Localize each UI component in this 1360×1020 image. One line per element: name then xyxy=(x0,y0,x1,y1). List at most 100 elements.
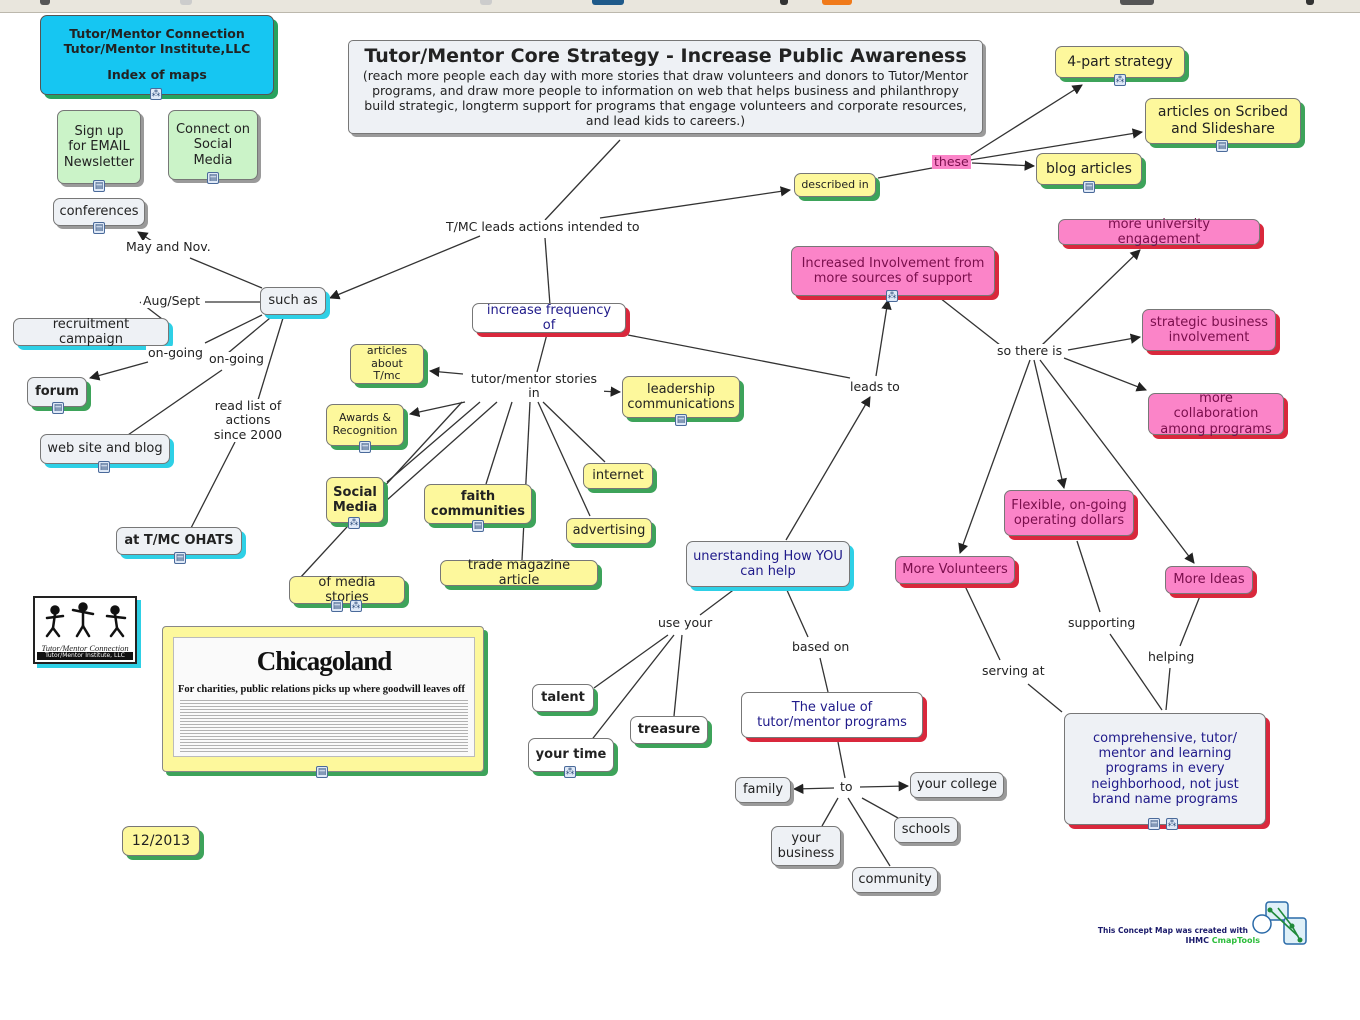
increased-involvement-node[interactable]: Increased Involvement from more sources … xyxy=(791,246,995,296)
index-line-3: Index of maps xyxy=(107,67,207,83)
internet-node[interactable]: internet xyxy=(583,463,653,489)
link xyxy=(485,401,513,485)
of-media-stories-node[interactable]: of media stories xyxy=(289,575,405,605)
understanding-node[interactable]: unerstanding How YOU can help xyxy=(686,541,850,587)
university-engagement-node[interactable]: more university engagement xyxy=(1058,217,1260,247)
ohats-node[interactable]: at T/MC OHATS xyxy=(116,527,242,555)
resource-icon[interactable]: ▤ xyxy=(98,461,110,473)
treasure-node[interactable]: treasure xyxy=(630,716,708,744)
resource-icon[interactable]: ▤ xyxy=(52,402,64,414)
link xyxy=(521,401,531,561)
submap-icon[interactable]: ⁂ xyxy=(150,88,162,100)
link-label-helping: helping xyxy=(1146,649,1197,665)
resource-icon[interactable]: ▤ xyxy=(1083,181,1095,193)
faith-communities-node[interactable]: faith communities xyxy=(424,484,532,524)
link-label-aug-sept: Aug/Sept xyxy=(141,293,203,309)
cmap-credit-line-2: IHMC CmapTools xyxy=(1185,936,1260,945)
link xyxy=(861,797,899,819)
resource-icon[interactable]: ▤ xyxy=(1148,818,1160,830)
link xyxy=(1027,683,1063,713)
index-of-maps-box[interactable]: Tutor/Mentor Connection Tutor/Mentor Ins… xyxy=(40,15,274,95)
submap-icon[interactable]: ⁂ xyxy=(1114,74,1126,86)
website-blog-node[interactable]: web site and blog xyxy=(40,434,170,464)
link xyxy=(428,366,464,378)
resource-icon[interactable]: ▤ xyxy=(316,766,328,778)
submap-icon[interactable]: ⁂ xyxy=(564,766,576,778)
more-collaboration-node[interactable]: more collaboration among programs xyxy=(1148,391,1284,437)
link xyxy=(329,235,481,300)
link xyxy=(1039,359,1195,564)
resource-icon[interactable]: ▤ xyxy=(174,552,186,564)
link xyxy=(593,634,669,689)
value-programs-node[interactable]: The value of tutor/mentor programs xyxy=(741,692,923,738)
blog-articles-node[interactable]: blog articles xyxy=(1036,153,1142,185)
tutor-mentor-logo[interactable]: Tutor/Mentor Connection Tutor/Mentor Ins… xyxy=(33,596,137,664)
resource-icon[interactable]: ▤ xyxy=(207,172,219,184)
resource-icon[interactable]: ▤ xyxy=(93,222,105,234)
submap-icon[interactable]: ⁂ xyxy=(350,600,362,612)
schools-node[interactable]: schools xyxy=(894,817,958,843)
recruitment-campaign-node[interactable]: recruitment campaign xyxy=(13,317,169,347)
link xyxy=(847,797,891,867)
logo-name: Tutor/Mentor Connection xyxy=(41,642,129,653)
resource-icon[interactable]: ▤ xyxy=(93,180,105,192)
link xyxy=(1076,540,1101,613)
link xyxy=(627,334,851,379)
comprehensive-programs-node[interactable]: comprehensive, tutor/ mentor and learnin… xyxy=(1064,713,1266,825)
such-as-node[interactable]: such as xyxy=(260,287,326,315)
forum-node[interactable]: forum xyxy=(27,377,87,407)
cmap-credit-brand: CmapTools xyxy=(1211,936,1260,945)
submap-icon[interactable]: ⁂ xyxy=(1166,818,1178,830)
link xyxy=(589,634,675,743)
toolbar-fragment xyxy=(780,0,788,5)
signup-newsletter-node[interactable]: Sign up for EMAIL Newsletter xyxy=(57,110,141,184)
submap-icon[interactable]: ⁂ xyxy=(886,290,898,302)
link xyxy=(1063,357,1147,392)
link xyxy=(969,128,1144,161)
talent-node[interactable]: talent xyxy=(532,684,594,712)
flexible-dollars-node[interactable]: Flexible, on-going operating dollars xyxy=(1004,490,1134,536)
strategic-business-node[interactable]: strategic business involvement xyxy=(1142,309,1276,351)
community-node[interactable]: community xyxy=(852,867,938,893)
conferences-node[interactable]: conferences xyxy=(53,198,145,226)
resource-icon[interactable]: ▤ xyxy=(331,600,343,612)
scribed-slideshare-node[interactable]: articles on Scribed and Slideshare xyxy=(1145,98,1301,144)
resource-icon[interactable]: ▤ xyxy=(1216,140,1228,152)
resource-icon[interactable]: ▤ xyxy=(359,441,371,453)
toolbar-fragment xyxy=(592,0,624,5)
link xyxy=(785,396,871,541)
link xyxy=(939,297,1001,346)
cmaptools-credit[interactable]: This Concept Map was created with IHMC C… xyxy=(1084,898,1310,954)
articles-about-tmc-node[interactable]: articles about T/mc xyxy=(350,344,424,384)
leadership-communications-node[interactable]: leadership communications xyxy=(622,376,740,418)
four-part-strategy-node[interactable]: 4-part strategy xyxy=(1055,46,1185,78)
resource-icon[interactable]: ▤ xyxy=(472,520,484,532)
increase-frequency-node[interactable]: increase frequency of xyxy=(472,303,626,333)
trade-magazine-node[interactable]: trade magazine article xyxy=(440,558,598,588)
link-label-based-on: based on xyxy=(790,639,852,655)
family-node[interactable]: family xyxy=(735,777,791,803)
your-business-node[interactable]: your business xyxy=(771,826,841,866)
more-ideas-node[interactable]: More Ideas xyxy=(1165,566,1253,594)
link xyxy=(967,84,1083,158)
browser-toolbar-strip xyxy=(0,0,1360,13)
newspaper-text-columns xyxy=(180,700,468,752)
awards-recognition-node[interactable]: Awards & Recognition xyxy=(326,404,404,446)
social-media-node[interactable]: Social Media xyxy=(326,477,384,523)
submap-icon[interactable]: ⁂ xyxy=(348,517,360,529)
described-in-node[interactable]: described in xyxy=(794,173,876,197)
link xyxy=(821,797,839,827)
cmaptools-icon xyxy=(1252,901,1307,945)
connect-social-node[interactable]: Connect on Social Media xyxy=(168,110,258,180)
newspaper-clipping-image[interactable]: Chicagoland For charities, public relati… xyxy=(162,626,484,772)
advertising-node[interactable]: advertising xyxy=(566,518,652,544)
your-college-node[interactable]: your college xyxy=(910,772,1004,798)
link-label-tm-stories: tutor/mentor stories in xyxy=(464,371,604,401)
resource-icon[interactable]: ▤ xyxy=(675,414,687,426)
newspaper-page: Chicagoland For charities, public relati… xyxy=(173,637,475,757)
more-volunteers-node[interactable]: More Volunteers xyxy=(895,556,1015,584)
link xyxy=(1165,667,1171,711)
link xyxy=(124,369,223,438)
main-title-box[interactable]: Tutor/Mentor Core Strategy - Increase Pu… xyxy=(348,40,983,134)
